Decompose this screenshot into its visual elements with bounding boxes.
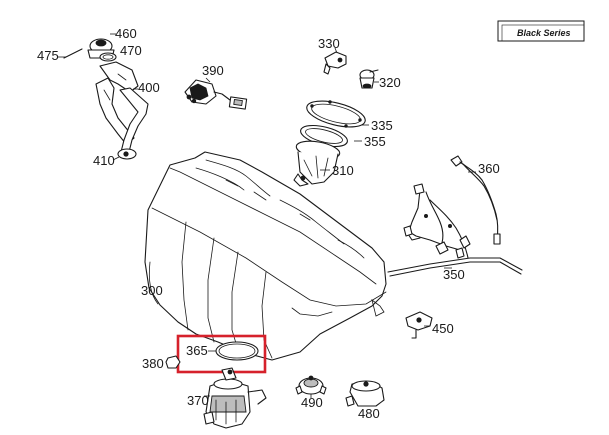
part-label-380: 380	[142, 356, 164, 371]
black-series-badge: Black Series	[497, 20, 585, 42]
part-label-330: 330	[318, 36, 340, 51]
clip-380[interactable]	[165, 355, 181, 369]
highlight-box-365	[176, 334, 267, 374]
part-label-370: 370	[187, 393, 209, 408]
part-label-365: 365	[186, 343, 208, 358]
part-label-460: 460	[115, 26, 137, 41]
part-label-410: 410	[93, 153, 115, 168]
sensor-cable-360[interactable]	[450, 155, 501, 245]
gasket-ring-335[interactable]	[304, 96, 368, 132]
fuel-line-350[interactable]	[387, 183, 523, 277]
part-label-470: 470	[120, 43, 142, 58]
part-label-450: 450	[432, 321, 454, 336]
seal-ring-470[interactable]	[99, 52, 117, 62]
part-label-400: 400	[138, 80, 160, 95]
part-label-350: 350	[443, 267, 465, 282]
part-label-310: 310	[332, 163, 354, 178]
seal-ring-365[interactable]	[215, 341, 259, 361]
part-label-335: 335	[371, 118, 393, 133]
valve-320[interactable]	[359, 69, 379, 89]
fuel-tank-300[interactable]	[144, 151, 387, 361]
fuel-sender-310[interactable]	[293, 138, 341, 187]
part-label-390: 390	[202, 63, 224, 78]
fuel-pump-370[interactable]	[203, 367, 267, 429]
part-label-355: 355	[364, 134, 386, 149]
badge-text: Black Series	[517, 28, 571, 38]
damper-490[interactable]	[295, 375, 327, 395]
sensor-330[interactable]	[323, 51, 347, 75]
part-label-490: 490	[301, 395, 323, 410]
part-label-475: 475	[37, 48, 59, 63]
part-label-480: 480	[358, 406, 380, 421]
part-label-300: 300	[141, 283, 163, 298]
control-unit-390[interactable]	[184, 79, 248, 110]
screw-475[interactable]	[58, 48, 83, 59]
filler-neck-400[interactable]	[95, 61, 149, 160]
mounting-bracket-450[interactable]	[405, 311, 433, 339]
part-label-360: 360	[478, 161, 500, 176]
part-label-320: 320	[379, 75, 401, 90]
housing-480[interactable]	[345, 380, 385, 407]
